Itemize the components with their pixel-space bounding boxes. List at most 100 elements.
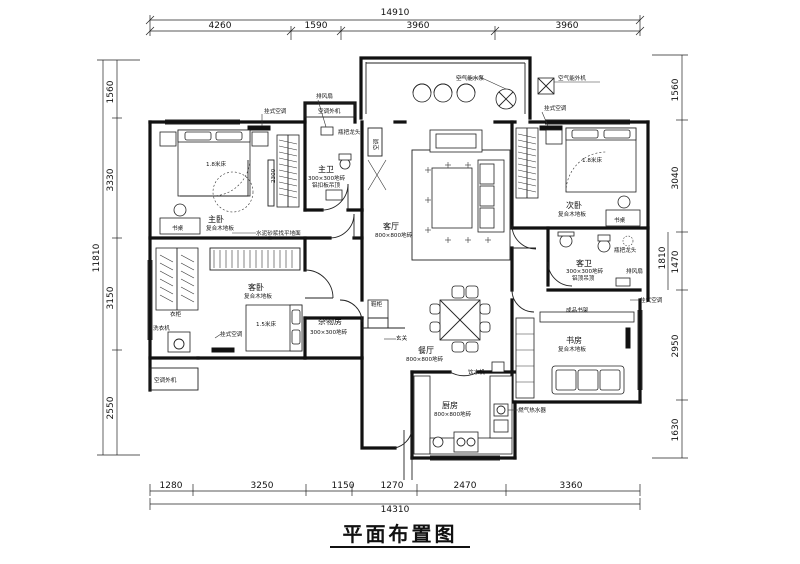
guest-bath-ceiling: 铝顶吊顶 — [572, 274, 595, 282]
guest-bath-name: 客卫 — [576, 258, 592, 268]
master-bath-name: 主卫 — [318, 164, 334, 174]
coffee-table — [431, 167, 473, 229]
kitchen: 燃气热水器 厨房 800×800地砖 — [413, 375, 546, 455]
ceiling-lights — [425, 162, 491, 243]
dim-top-2: 1590 — [305, 21, 328, 31]
second-bedroom: 挂式空调 1.8米床 次卧 复合木地板 书桌 — [515, 104, 641, 227]
guest-bath: 瓶把龙头 客卫 300×300地砖 铝顶吊顶 排风扇 — [557, 231, 643, 287]
wardrobe-hangers-guest — [159, 254, 195, 303]
master-bath: 排风扇 瓶把龙头 主卫 300×300地砖 铝扣板吊顶 — [308, 92, 361, 201]
guest-bed-label: 1.5米床 — [256, 320, 276, 328]
study-bookshelf-top — [539, 311, 635, 323]
wall-ac-master-label: 挂式空调 — [264, 107, 287, 115]
dimension-right: 1560 3040 1470 1810 2950 1630 — [652, 54, 688, 459]
exhaust-fan-guest-label: 排风扇 — [626, 267, 643, 275]
storage-room-name: 杂物房 — [318, 316, 342, 326]
entrance-area: 鞋柜 玄关 — [362, 299, 408, 342]
kitchen-sink — [432, 436, 444, 448]
wardrobe-hangers-master — [278, 139, 298, 199]
master-bath-ceiling: 铝扣板吊顶 — [312, 181, 340, 189]
water-dispenser-label: 饮水机 — [468, 368, 485, 376]
shower-master-label: 瓶把龙头 — [338, 128, 361, 136]
dim-bottom-4: 1270 — [381, 481, 404, 491]
study-room-name: 书房 — [566, 335, 582, 345]
ac-label-living: 空调 — [372, 138, 380, 150]
wall-ac-master — [247, 125, 271, 131]
walls — [148, 56, 650, 460]
toilet-guest — [597, 239, 611, 253]
exhaust-fan-master-label: 排风扇 — [316, 92, 333, 100]
dim-right-2: 3040 — [671, 166, 681, 189]
second-bedroom-floor: 复合木地板 — [558, 210, 586, 218]
dim-top-3: 3960 — [407, 21, 430, 31]
windows — [147, 119, 643, 461]
dim-left-3: 3150 — [106, 286, 116, 309]
dim-top-4: 3960 — [556, 21, 579, 31]
dining-room: 餐厅 800×800地砖 饮水机 — [406, 285, 505, 376]
dim-left-total: 11810 — [92, 243, 102, 272]
guest-wardrobe-label: 衣柜 — [170, 310, 182, 318]
basin-master — [325, 189, 343, 201]
second-desk — [605, 209, 641, 227]
master-bedroom-floor: 复合木地板 — [206, 224, 234, 232]
dining-room-floor: 800×800地砖 — [406, 355, 444, 363]
dim-bottom-2: 3250 — [251, 481, 274, 491]
drawing-title-underline — [330, 546, 470, 548]
living-room-name: 客厅 — [383, 221, 399, 231]
dim-right-4: 1810 — [658, 246, 668, 269]
dimension-left: 11810 1560 3330 3150 2550 — [92, 59, 140, 456]
second-bedroom-name: 次卧 — [566, 200, 582, 210]
guest-room: 衣柜 洗衣机 空调外机 客卧 复合木地板 1.5米床 挂式空调 — [153, 247, 303, 384]
shoe-cabinet-label: 鞋柜 — [371, 300, 383, 308]
ac-outdoor-left-label: 空调外机 — [154, 376, 177, 384]
gas-heater-label: 燃气热水器 — [518, 406, 546, 414]
study-room-floor: 复合木地板 — [558, 345, 586, 353]
kitchen-name: 厨房 — [442, 400, 458, 410]
stove — [453, 431, 479, 453]
wall-ac-study — [625, 327, 631, 349]
exhaust-fan-master — [320, 126, 334, 136]
cement-note: 水泥砂浆找平地面 — [256, 229, 301, 237]
second-desk-label: 书桌 — [614, 216, 626, 224]
doors — [304, 183, 573, 480]
ac-outdoor-top-right-label: 空气能外机 — [558, 74, 586, 82]
dimension-top: 14910 4260 1590 3960 3960 — [145, 8, 645, 40]
washer — [167, 331, 191, 353]
toilet-master — [339, 158, 351, 170]
balcony: 空气能水泵 空气能外机 — [412, 74, 600, 110]
storage-room: 杂物房 300×300地砖 — [310, 316, 348, 336]
master-desk-label: 书桌 — [172, 224, 184, 232]
ac-outdoor-top-label: 空调外机 — [318, 107, 341, 115]
kitchen-floor: 800×800地砖 — [434, 410, 472, 418]
wall-ac-study-label: 挂式空调 — [640, 296, 663, 304]
dim-left-2: 3330 — [106, 168, 116, 191]
living-room-floor: 800×800地砖 — [375, 231, 413, 239]
wall-ac-guest-label: 挂式空调 — [220, 330, 243, 338]
master-bedroom: 空调外机 挂式空调 1.8米床 2300 书桌 主卧 复合木地 — [159, 102, 356, 237]
wardrobe-hangers-second — [517, 133, 537, 193]
dim-bottom-3: 1150 — [332, 481, 355, 491]
master-bed-label: 1.8米床 — [206, 160, 226, 168]
dim-bottom-5: 2470 — [454, 481, 477, 491]
wall-ac-second-label: 挂式空调 — [544, 104, 567, 112]
living-room: 客厅 800×800地砖 — [375, 129, 511, 261]
storage-room-floor: 300×300地砖 — [310, 328, 348, 336]
dim-left-1: 1560 — [106, 80, 116, 103]
drawing-title: 平面布置图 — [342, 522, 458, 546]
dim-bottom-total: 14310 — [381, 505, 410, 515]
corridor: 空调 — [367, 127, 387, 191]
dining-room-name: 餐厅 — [418, 346, 434, 355]
dim-bottom-6: 3360 — [560, 481, 583, 491]
dim-right-3: 1470 — [671, 250, 681, 273]
entrance-label: 玄关 — [396, 334, 408, 342]
second-bed-label: 1.8米床 — [582, 156, 602, 164]
master-bedroom-name: 主卧 — [208, 214, 224, 224]
kitchen-counter-left — [413, 375, 431, 455]
dim-left-4: 2550 — [106, 396, 116, 419]
master-bath-floor: 300×300地砖 — [308, 174, 346, 182]
guest-cabinet-hatch — [213, 250, 293, 268]
dim-top-1: 4260 — [209, 21, 232, 31]
shower-guest-label: 瓶把龙头 — [614, 246, 637, 254]
